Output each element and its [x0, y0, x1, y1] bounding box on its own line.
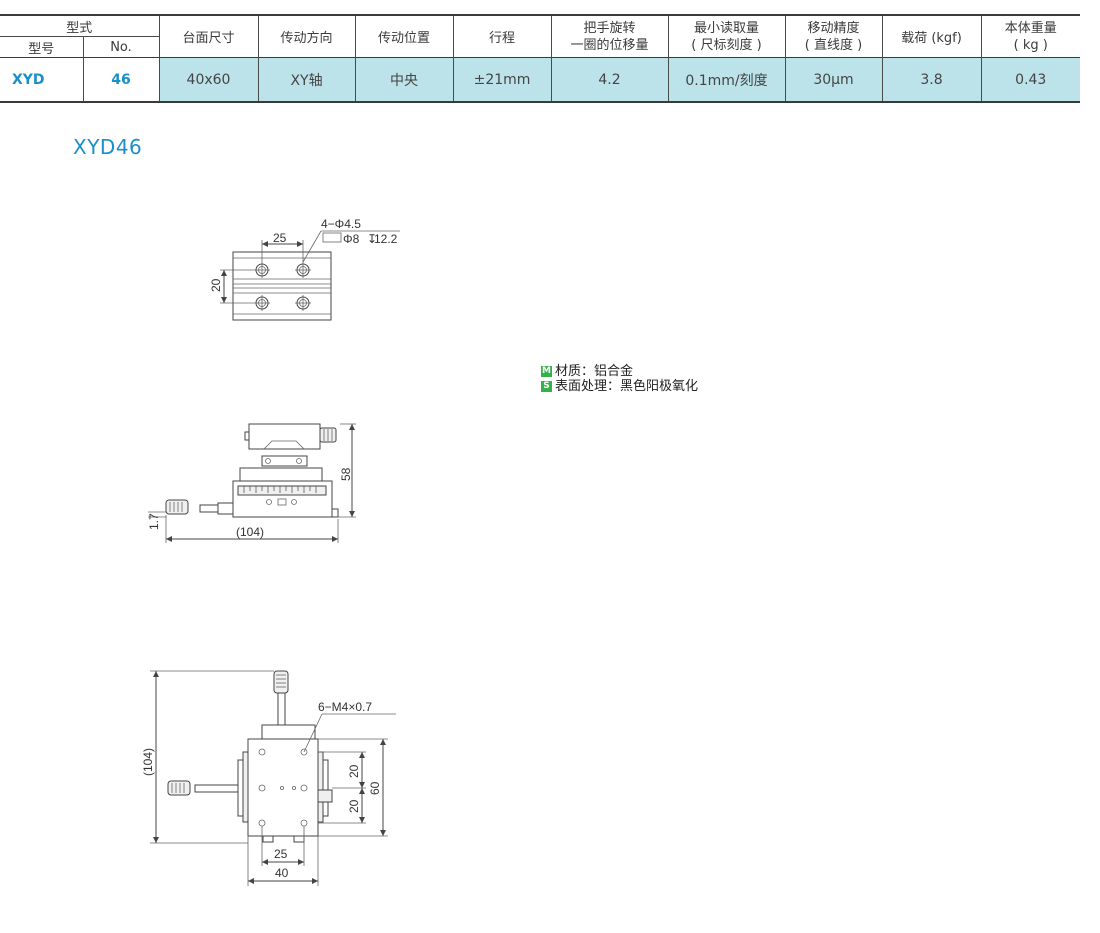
cell-table-size: 40x60	[158, 57, 259, 103]
header-model: 型号	[28, 41, 55, 57]
counterbore-depth-label: 12.2	[374, 232, 398, 246]
header-per-turn: 把手旋转 一圈的位移量	[550, 14, 669, 58]
material-text: 材质：铝合金	[555, 364, 634, 379]
bottom-dim-20b: 20	[347, 799, 361, 813]
bottom-dim-104: (104)	[141, 748, 155, 776]
cell-drive-direction: XY轴	[257, 57, 356, 103]
header-min-read: 最小读取量 ( 尺标刻度 )	[667, 14, 786, 58]
cell-model: XYD	[0, 57, 83, 103]
header-per-turn-line2: 一圈的位移量	[570, 37, 649, 53]
top-view-body	[232, 251, 332, 321]
cell-load: 3.8	[881, 57, 982, 103]
header-weight-line1: 本体重量	[1004, 20, 1057, 36]
header-weight: 本体重量 ( kg )	[980, 14, 1081, 58]
cell-min-read: 0.1mm/刻度	[667, 57, 786, 103]
side-dim-58: 58	[339, 467, 353, 481]
cell-per-turn: 4.2	[550, 57, 669, 103]
model-title: XYD46	[73, 135, 143, 159]
surface-text: 表面处理：黑色阳极氧化	[555, 379, 699, 394]
header-drive-position: 传动位置	[354, 14, 454, 58]
bottom-dim-25: 25	[274, 847, 288, 861]
material-notes: M 材质：铝合金 S 表面处理：黑色阳极氧化	[541, 364, 698, 394]
header-min-read-line2: ( 尺标刻度 )	[691, 37, 762, 53]
bottom-left-knob-icon	[167, 780, 191, 796]
depth-symbol-icon: ↧	[367, 232, 377, 246]
bottom-view-drawing: 6−M4×0.7 (104) 20 20 60 25 40	[141, 670, 396, 886]
header-min-read-line1: 最小读取量	[694, 20, 760, 36]
hole-spec-label: 4−Φ4.5	[321, 217, 361, 231]
header-no: No.	[82, 36, 160, 58]
side-knob-icon	[165, 499, 189, 515]
cell-drive-position: 中央	[354, 57, 454, 103]
header-load: 载荷 (kgf)	[881, 14, 982, 58]
bottom-view-body	[247, 738, 319, 837]
scale-strip	[237, 485, 327, 496]
thread-spec-label: 6−M4×0.7	[318, 700, 372, 714]
header-accuracy-line1: 移动精度	[807, 20, 860, 36]
bottom-dim-20a: 20	[347, 764, 361, 778]
header-table-size: 台面尺寸	[158, 14, 259, 58]
header-accuracy-line2: ( 直线度 )	[804, 37, 863, 53]
table-row: XYD 46 40x60 XY轴 中央 ±21mm 4.2 0.1mm/刻度 3…	[0, 57, 1081, 103]
side-dim-17: 1.7	[147, 513, 161, 530]
counterbore-spec-label: Φ8	[343, 232, 360, 246]
surface-note: S 表面处理：黑色阳极氧化	[541, 379, 698, 394]
top-dim-25: 25	[273, 231, 287, 245]
header-per-turn-line1: 把手旋转	[583, 20, 636, 36]
surface-badge: S	[541, 381, 552, 392]
material-badge: M	[541, 366, 552, 377]
side-middle-plate	[239, 467, 323, 482]
spec-table: 型式 台面尺寸 传动方向 传动位置 行程 把手旋转 一圈的位移量 最小读取量 (…	[0, 14, 1081, 103]
side-dim-104: (104)	[236, 525, 264, 539]
material-note: M 材质：铝合金	[541, 364, 698, 379]
cell-stroke: ±21mm	[452, 57, 552, 103]
top-dim-20: 20	[209, 278, 223, 292]
side-view-drawing: 58 1.7 (104)	[147, 423, 356, 543]
header-type-group: 型式	[0, 14, 160, 37]
side-slide-block	[261, 455, 308, 467]
header-weight-line2: ( kg )	[1013, 37, 1048, 53]
header-accuracy: 移动精度 ( 直线度 )	[784, 14, 883, 58]
cell-weight: 0.43	[980, 57, 1081, 103]
header-drive-direction: 传动方向	[257, 14, 356, 58]
header-stroke: 行程	[452, 14, 552, 58]
cell-accuracy: 30μm	[784, 57, 883, 103]
cell-no: 46	[82, 57, 160, 103]
bottom-dim-40: 40	[275, 866, 289, 880]
bottom-dim-60: 60	[368, 781, 382, 795]
side-top-block	[248, 423, 321, 450]
top-view-drawing: 25 4−Φ4.5 Φ8 ↧ 12.2 20	[209, 217, 400, 321]
bottom-top-knob-icon	[273, 670, 289, 694]
